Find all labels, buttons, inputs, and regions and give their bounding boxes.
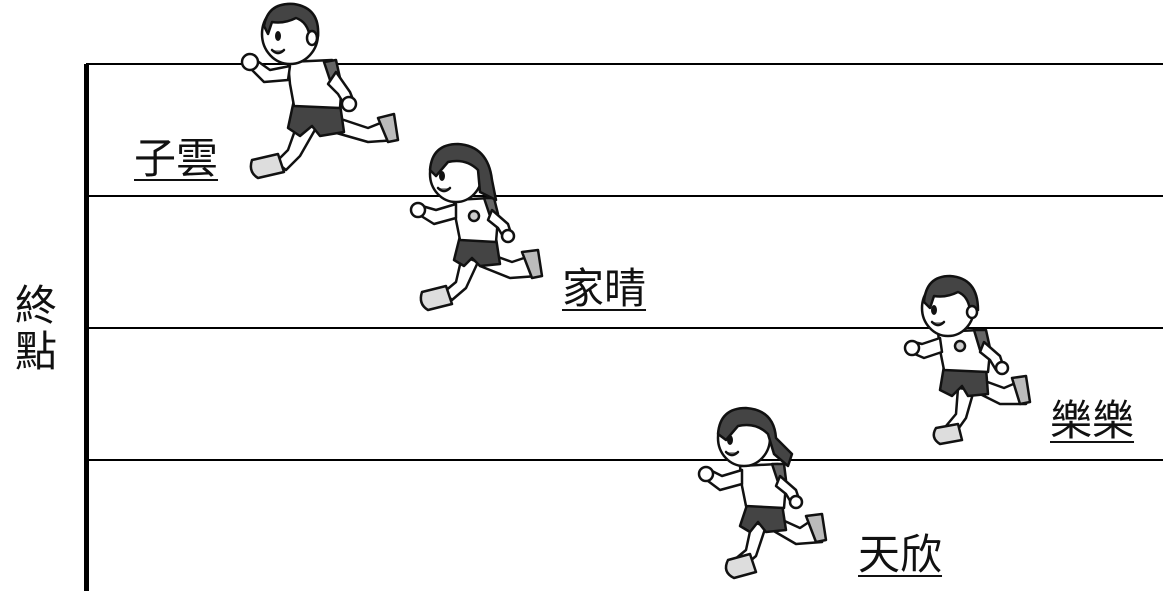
lane-line-1 <box>86 195 1163 197</box>
boy-runner-icon <box>240 2 400 180</box>
girl-runner-icon <box>409 142 544 312</box>
runner-name-3: 樂樂 <box>1050 396 1135 445</box>
runner-name-1: 子雲 <box>134 134 219 183</box>
girl-runner-icon <box>697 406 828 580</box>
boy-runner-icon <box>903 274 1032 446</box>
lane-line-top <box>86 63 1163 65</box>
lane-line-2 <box>86 327 1163 329</box>
finish-label: 終點 <box>14 281 57 376</box>
runner-name-2: 家晴 <box>562 264 647 313</box>
lane-line-3 <box>86 459 1163 461</box>
runner-name-4: 天欣 <box>858 530 943 579</box>
